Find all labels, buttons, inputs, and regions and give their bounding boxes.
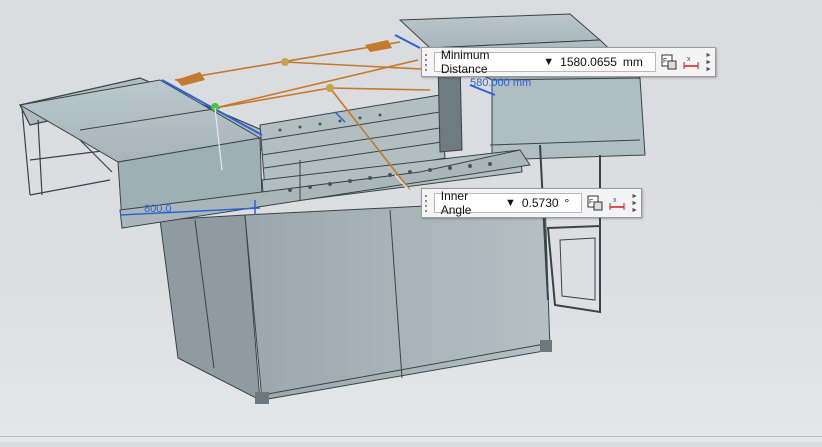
caret-down-icon: ▼ <box>543 56 555 68</box>
expression-icon[interactable]: F <box>585 193 604 213</box>
distance-mode-label: Minimum Distance <box>440 48 490 76</box>
angle-mode-dropdown[interactable]: Inner Angle ▼ 0.5730 ° <box>433 189 583 217</box>
angle-mode-label: Inner Angle <box>440 189 472 217</box>
measure-dimension-icon[interactable]: x <box>681 52 701 72</box>
measure-point-1 <box>281 58 289 66</box>
measure-dimension-icon[interactable]: x <box>608 193 627 213</box>
caret-down-icon: ▼ <box>504 197 516 209</box>
conveyor <box>119 94 531 229</box>
expand-arrows-icon[interactable]: ►►► <box>705 51 712 73</box>
leader-line <box>214 107 223 171</box>
svg-text:F: F <box>663 58 667 65</box>
svg-text:x: x <box>687 56 691 63</box>
distance-unit: mm <box>622 55 643 69</box>
measure-angle-panel: Inner Angle ▼ 0.5730 ° F x ►►► <box>421 188 642 218</box>
expand-arrows-icon[interactable]: ►►► <box>631 192 639 214</box>
panel-grip[interactable] <box>422 189 430 217</box>
expression-icon[interactable]: F <box>659 52 679 72</box>
angle-value[interactable]: 0.5730 <box>521 196 559 210</box>
dimension-label-580: 580.000 mm <box>470 77 531 89</box>
dimension-label-800: 800.0 <box>144 203 172 215</box>
measure-point-3 <box>211 103 219 111</box>
distance-mode-dropdown[interactable]: Minimum Distance ▼ 1580.0655 mm <box>433 48 656 76</box>
measure-point-2 <box>326 84 334 92</box>
measure-arrow-right <box>365 40 392 52</box>
roller-dots <box>278 113 492 192</box>
angle-unit: ° <box>564 196 570 210</box>
measure-arrow-left <box>176 72 205 86</box>
measure-distance-panel: Minimum Distance ▼ 1580.0655 mm F x ►►► <box>421 47 716 77</box>
panel-grip[interactable] <box>422 48 430 76</box>
bottom-divider <box>0 436 822 437</box>
measure-lines <box>174 41 441 201</box>
cabinet <box>159 199 552 404</box>
svg-text:F: F <box>589 199 593 206</box>
distance-value[interactable]: 1580.0655 <box>560 55 617 69</box>
svg-text:x: x <box>613 197 617 204</box>
